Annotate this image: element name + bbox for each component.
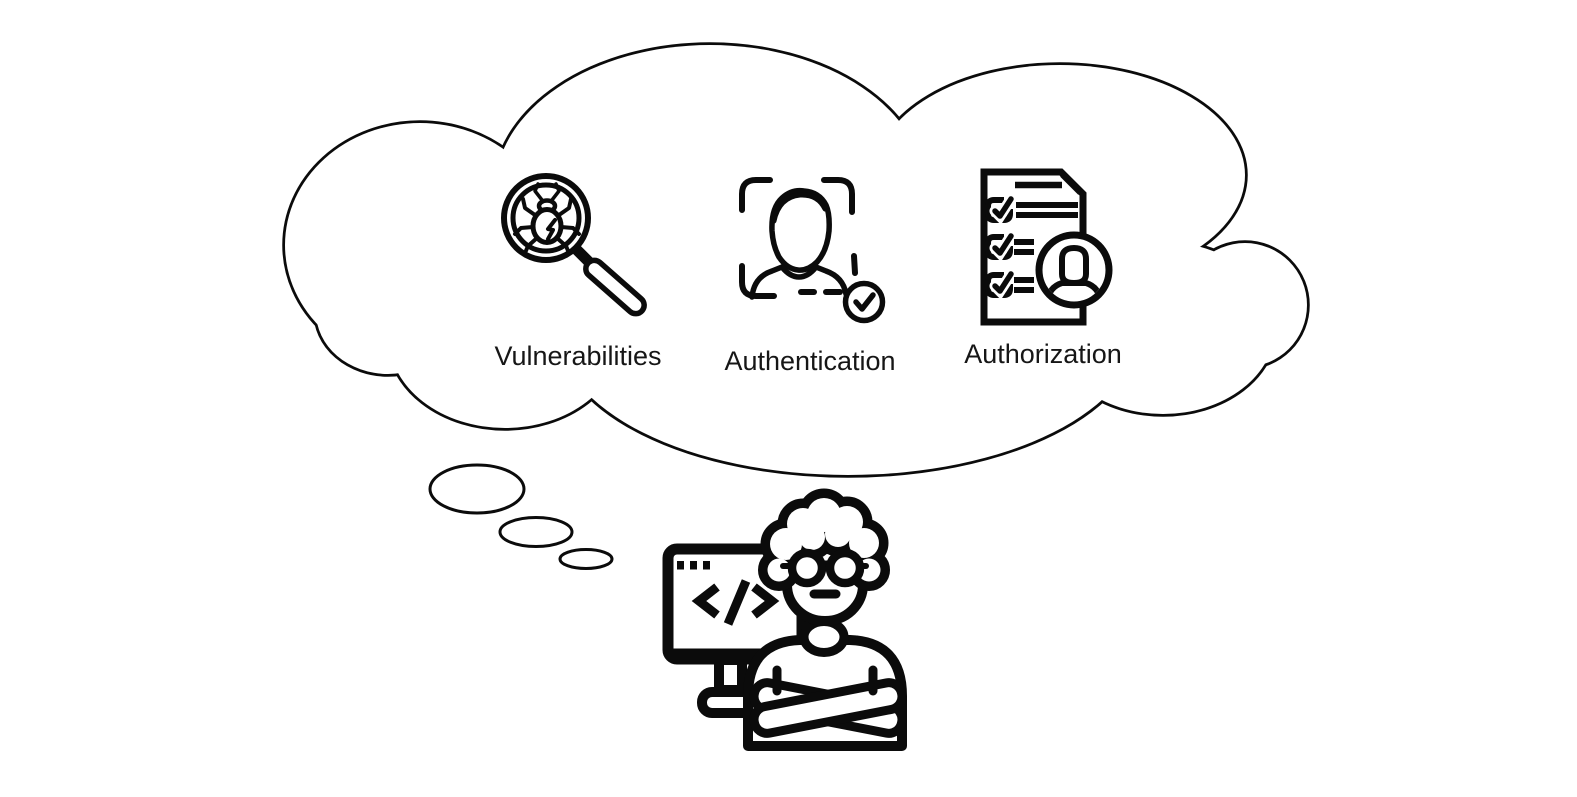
checklist-rows <box>985 193 1078 300</box>
glasses-lens <box>787 548 827 588</box>
frame-dash <box>851 253 858 276</box>
cloud-item-authorization: Authorization <box>964 168 1122 369</box>
glasses-icon <box>780 548 869 588</box>
checkbox-icon <box>985 268 1017 300</box>
glasses-lens <box>825 548 865 588</box>
trail-bubble-large <box>428 463 526 515</box>
person-silhouette-icon <box>749 187 849 300</box>
face-scan-frame-icon <box>739 177 858 299</box>
checkmark <box>853 292 876 312</box>
person-hairline <box>771 192 828 224</box>
code-icon <box>691 579 780 626</box>
bug-body <box>530 207 564 245</box>
magnifier-handle <box>583 257 647 317</box>
ellipsis-dots-icon <box>677 561 710 570</box>
checkbox-icon <box>985 193 1017 225</box>
checkbox-icon <box>985 230 1017 262</box>
trail-bubble-medium <box>498 516 574 548</box>
face-id-check-icon <box>739 177 886 324</box>
checkmark-circle-icon <box>842 280 886 324</box>
cloud-item-vulnerabilities: Vulnerabilities <box>494 173 662 371</box>
bug-icon <box>513 182 581 255</box>
collar <box>799 617 849 657</box>
person-head <box>769 187 832 273</box>
developer-with-monitor-icon <box>662 488 907 751</box>
cloud-item-authentication: Authentication <box>724 177 896 376</box>
magnifier-lens-inner <box>510 182 582 254</box>
vulnerabilities-label: Vulnerabilities <box>494 341 661 371</box>
arm <box>749 678 907 738</box>
bug-magnifier-icon <box>501 173 647 317</box>
authorization-label: Authorization <box>964 339 1122 369</box>
user-badge-icon <box>1035 231 1113 309</box>
document-fold <box>1060 173 1082 195</box>
authentication-label: Authentication <box>724 346 895 376</box>
person-shoulders <box>749 264 849 300</box>
thought-trail <box>428 463 614 570</box>
bug-bolt <box>546 218 557 241</box>
crossed-arms-icon <box>749 665 907 738</box>
developer-person-icon <box>743 488 907 751</box>
curly-hair-icon <box>758 488 890 591</box>
trail-bubble-small <box>558 548 614 570</box>
checklist-user-icon <box>980 168 1113 326</box>
